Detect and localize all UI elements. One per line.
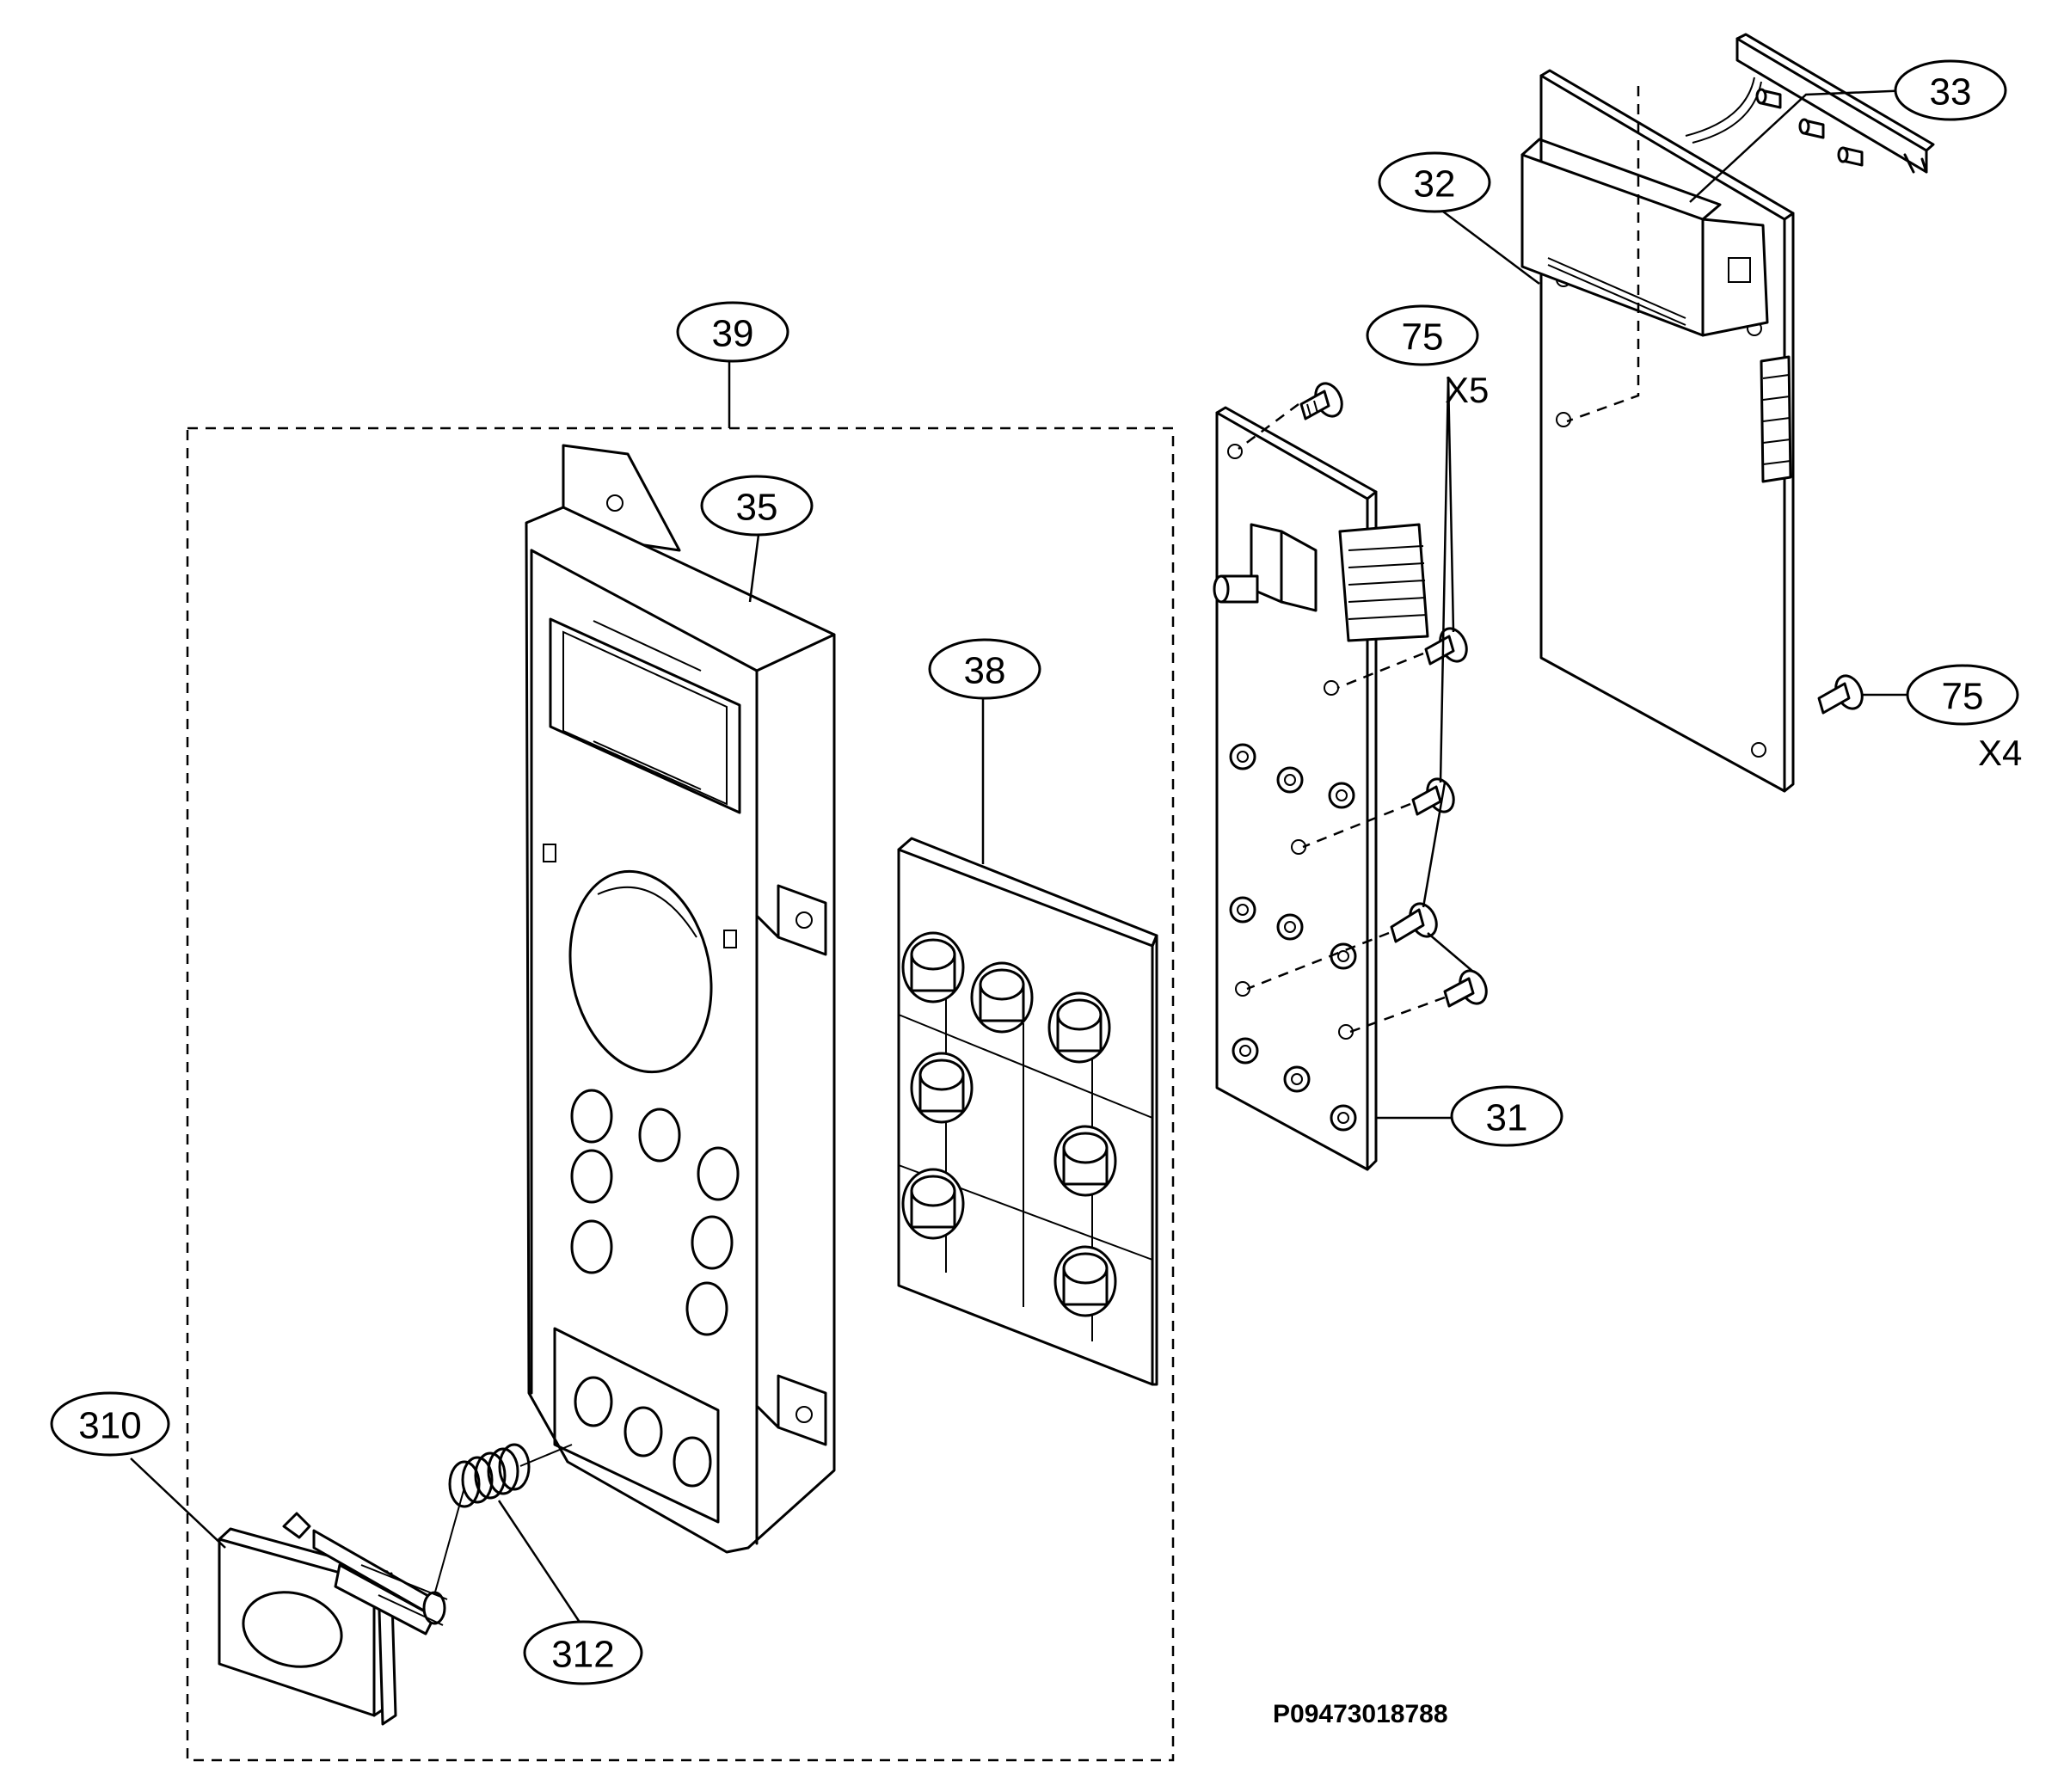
callout-312-label: 312 [551,1634,614,1676]
callout-32: 32 [1378,151,1491,213]
callout-75-right-label: 75 [1942,676,1984,718]
callout-310-label: 310 [78,1405,141,1447]
drawing-code: P09473018788 [1273,1700,1448,1728]
leader-lines [130,89,1912,1624]
callout-38: 38 [928,638,1041,700]
callout-35: 35 [700,475,814,537]
part-33-led-bracket [1685,33,1935,174]
callout-31: 31 [1450,1085,1563,1147]
callout-39-label: 39 [712,313,754,355]
callout-35-label: 35 [736,487,778,529]
callout-39: 39 [676,301,789,363]
quantity-x5: X5 [1445,370,1489,410]
screws-75 [1299,382,1864,1008]
callout-75-right: 75 X4 [1906,664,2022,773]
part-35-control-frame [525,444,836,1554]
part-32-display-board [1520,69,1795,793]
alignment-lines [1238,86,1640,1034]
callout-75-top: 75 X5 [1366,304,1489,410]
part-310-release-button [218,1512,448,1726]
callout-33-label: 33 [1930,71,1972,114]
assembly-39-boundary [186,427,1175,1762]
callout-310: 310 [50,1391,170,1457]
part-312-spring [433,1443,573,1596]
callout-75-top-label: 75 [1402,316,1444,359]
callout-32-label: 32 [1414,163,1456,206]
callout-33: 33 [1894,59,2007,121]
callout-38-label: 38 [964,650,1006,692]
callout-31-label: 31 [1486,1097,1528,1139]
callout-312: 312 [523,1620,643,1685]
quantity-x4: X4 [1978,733,2022,773]
part-31-control-board [1213,406,1429,1171]
part-38-keypad [897,837,1158,1386]
